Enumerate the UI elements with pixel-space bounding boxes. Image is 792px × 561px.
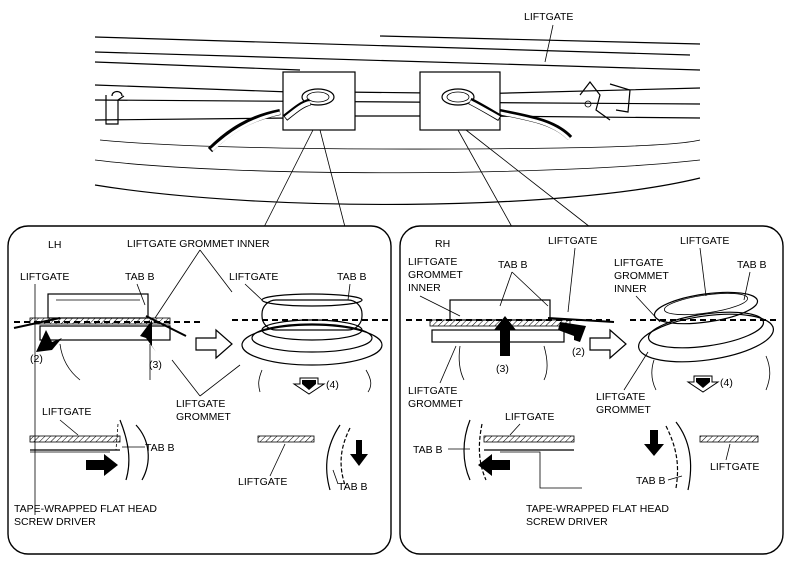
lh-process-arrow (195, 328, 233, 360)
rh-panel: RH LIFTGATE GROMMET INNER TAB B LIFTGATE… (399, 225, 784, 555)
rh-step-4: (4) (720, 377, 733, 389)
lh-tool-label-1: TAPE-WRAPPED FLAT HEAD (14, 503, 157, 515)
lh-side-label: LH (48, 239, 61, 251)
rh-inner-label-2: GROMMET (408, 269, 463, 281)
rh-inner2-label-3: INNER (614, 283, 647, 295)
lh-liftgate-label-a: LIFTGATE (20, 271, 69, 283)
lh-liftgate-label-d: LIFTGATE (238, 476, 287, 488)
vehicle-top-view: LIFTGATE (94, 11, 701, 228)
lh-panel: LH LIFTGATE GROMMET INNER LIFTGATE TAB B… (7, 225, 392, 555)
rh-grommet2-label-2: GROMMET (596, 404, 651, 416)
rh-step-2: (2) (572, 346, 585, 358)
rh-detail-box (419, 71, 501, 131)
rh-inner-label-1: LIFTGATE (408, 256, 457, 268)
rh-tab-b-label-a: TAB B (498, 259, 528, 271)
rh-inner-label-3: INNER (408, 282, 441, 294)
lh-grommet-inner-label: LIFTGATE GROMMET INNER (127, 238, 270, 250)
rh-grommet-label-2: GROMMET (408, 398, 463, 410)
rh-tab-b-label-c: TAB B (413, 444, 443, 456)
rh-tab-b-label-b: TAB B (737, 259, 767, 271)
lh-detail-box (282, 71, 356, 131)
lh-grommet-label-2: GROMMET (176, 411, 231, 423)
rh-grommet-installed: (4) (630, 291, 780, 393)
rh-grommet2-label-1: LIFTGATE (596, 391, 645, 403)
rh-tool-label-1: TAPE-WRAPPED FLAT HEAD (526, 503, 669, 515)
rh-side-label: RH (435, 238, 450, 250)
lh-step-2: (2) (30, 353, 43, 365)
lh-pull-arrow (86, 454, 118, 476)
rh-liftgate-label-a: LIFTGATE (548, 235, 597, 247)
rh-liftgate-label-c: LIFTGATE (505, 411, 554, 423)
lh-step-3: (3) (149, 359, 162, 371)
lh-tab-b-label-c: TAB B (145, 442, 175, 454)
rh-inner2-label-2: GROMMET (614, 270, 669, 282)
rh-liftgate-label-d: LIFTGATE (710, 461, 759, 473)
top-liftgate-label: LIFTGATE (524, 11, 573, 23)
rh-tab-b-label-d: TAB B (636, 475, 666, 487)
lh-step-4: (4) (326, 379, 339, 391)
rh-tool-label-2: SCREW DRIVER (526, 516, 608, 528)
rh-process-arrow (589, 328, 627, 360)
lh-tab-b-label-d: TAB B (338, 481, 368, 493)
rh-liftgate-label-b: LIFTGATE (680, 235, 729, 247)
rh-pull-arrow (478, 454, 510, 476)
lh-liftgate-label-b: LIFTGATE (229, 271, 278, 283)
rh-grommet-label-1: LIFTGATE (408, 385, 457, 397)
lh-tab-b-label-a: TAB B (125, 271, 155, 283)
lh-grommet-installed: (4) (232, 293, 388, 395)
lh-tool-label-2: SCREW DRIVER (14, 516, 96, 528)
lh-liftgate-label-c: LIFTGATE (42, 406, 91, 418)
lh-panel-frame (7, 225, 392, 555)
lh-grommet-label-1: LIFTGATE (176, 398, 225, 410)
rh-inner2-label-1: LIFTGATE (614, 257, 663, 269)
lh-tab-b-label-b: TAB B (337, 271, 367, 283)
rh-step-3: (3) (496, 363, 509, 375)
rh-panel-frame (399, 225, 784, 555)
